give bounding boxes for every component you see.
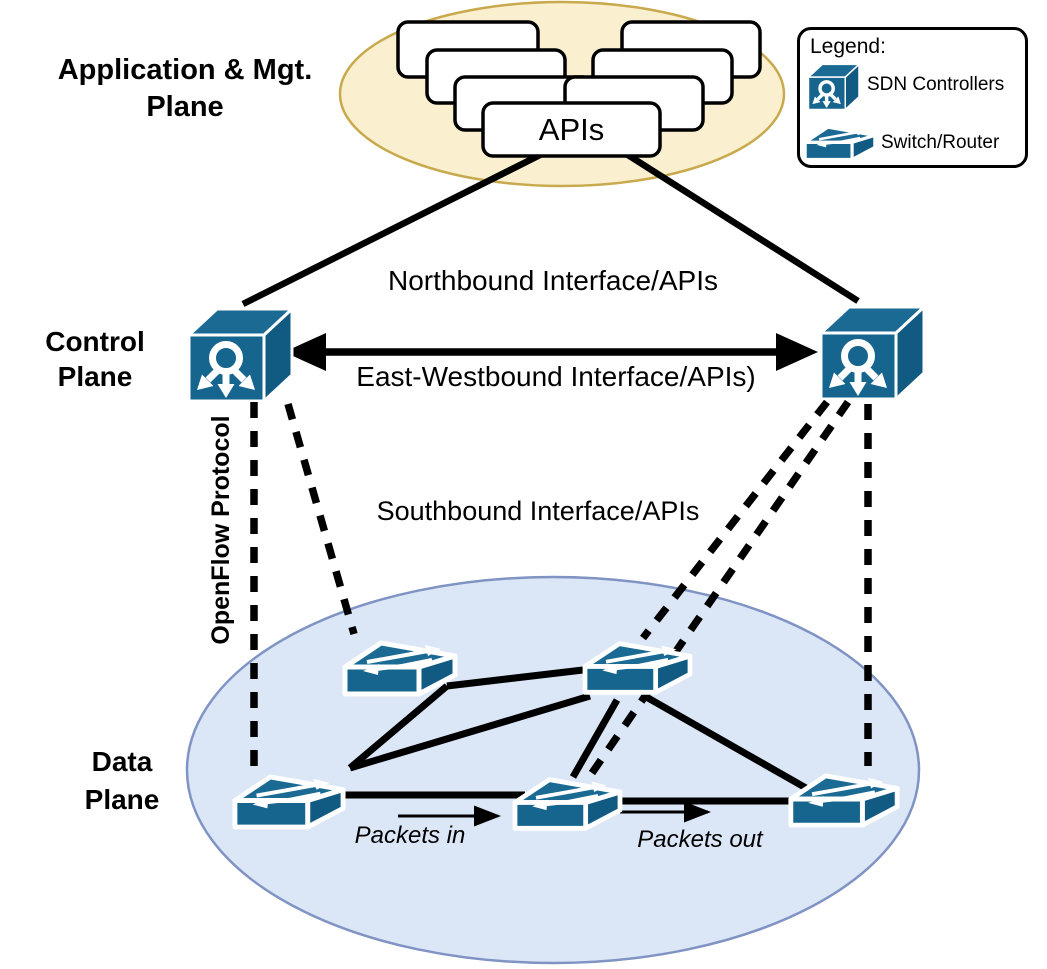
apis-box-label: APIs: [538, 112, 605, 147]
northbound-link-right: [618, 147, 860, 304]
packets-out-label: Packets out: [637, 826, 763, 853]
southbound-interface-label: Southbound Interface/APIs: [376, 496, 700, 526]
application-plane-label-line1: Application & Mgt.: [57, 54, 313, 86]
northbound-interface-label: Northbound Interface/APIs: [388, 265, 718, 296]
packet-flow-arrows: [398, 801, 711, 827]
switch-links: [335, 664, 808, 805]
link-top-left-to-top-middle: [446, 664, 601, 690]
link-bottom-left-to-top-middle: [348, 692, 592, 772]
data-plane-label: Data Plane: [42, 743, 202, 819]
arrowhead-right: [776, 333, 818, 371]
application-plane-label-line2: Plane: [146, 91, 224, 123]
control-plane-label-line1: Control: [45, 326, 145, 357]
legend-label-sdn-controllers: SDN Controllers: [867, 74, 1005, 95]
southbound-links: [250, 399, 872, 776]
legend: Legend: SDN Controllers Switch/Router: [797, 27, 1028, 168]
application-plane-label: Application & Mgt. Plane: [25, 52, 345, 126]
sdn-controller-left: [189, 309, 292, 401]
data-plane-label-line1: Data: [91, 746, 153, 777]
link-top-middle-to-bottom-right: [646, 694, 808, 792]
northbound-link-left: [241, 147, 552, 307]
east-west-arrow: [284, 333, 818, 371]
northbound-links: [241, 147, 860, 307]
packets-in-label: Packets in: [354, 822, 466, 849]
legend-title: Legend:: [810, 35, 886, 58]
arrowhead-left: [284, 333, 326, 371]
sdn-controller-right: [821, 307, 924, 399]
east-west-interface-label: East-Westbound Interface/APIs): [356, 361, 756, 392]
switch-router-icon: [803, 125, 877, 162]
southbound-right-to-top-middle-switch: [640, 399, 830, 641]
link-top-middle-to-bottom-middle: [569, 698, 621, 779]
apis-box: [481, 101, 662, 158]
control-plane-label: Control Plane: [15, 324, 175, 394]
legend-label-switch-router: Switch/Router: [881, 132, 1000, 153]
sdn-controller-icon: [806, 62, 860, 110]
data-plane-ellipse: [185, 575, 921, 965]
data-plane-label-line2: Plane: [84, 784, 160, 815]
application-boxes: [396, 20, 762, 158]
openflow-protocol-label: OpenFlow Protocol: [207, 415, 235, 645]
control-plane-label-line2: Plane: [57, 361, 133, 392]
link-bottom-left-to-top-left: [347, 683, 450, 771]
southbound-left-to-top-left-switch: [284, 402, 358, 636]
